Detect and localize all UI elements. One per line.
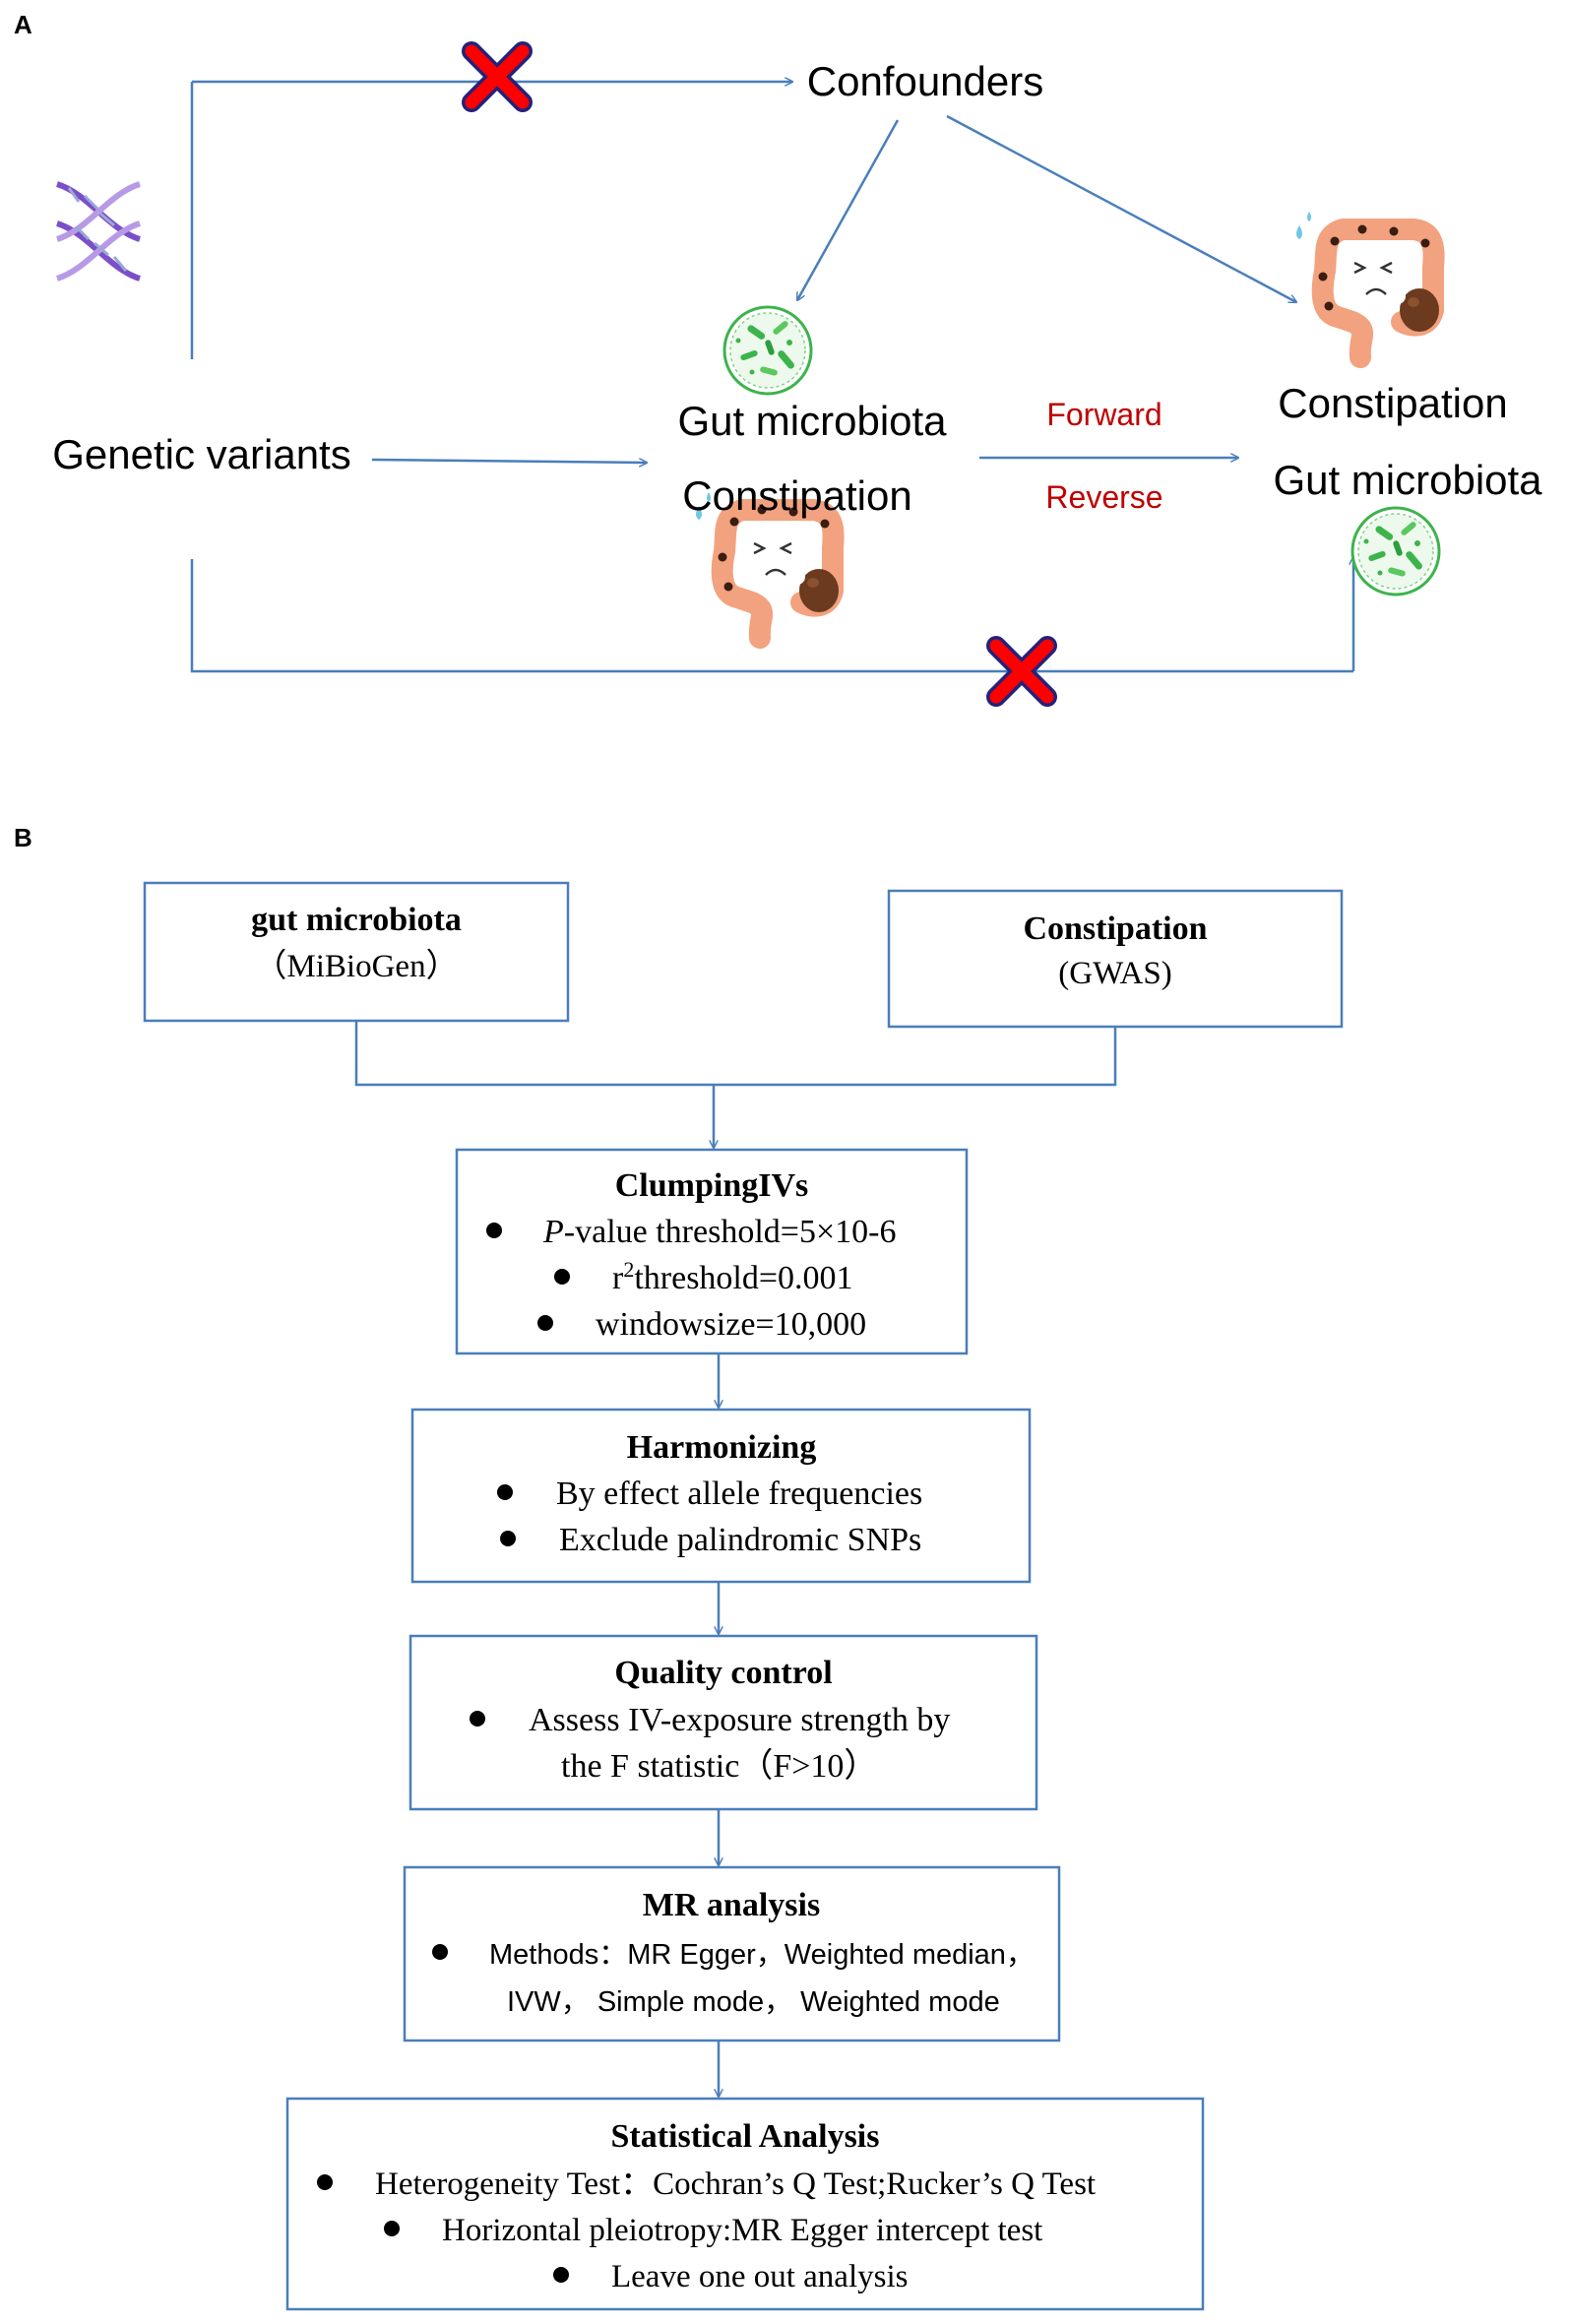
r-superscript: 2 <box>623 1257 634 1282</box>
clumping-item-3: windowsize=10,000 <box>596 1306 866 1343</box>
constipation-right-icon <box>1296 212 1439 357</box>
gut-microbiota-left-label: Gut microbiota <box>677 398 947 444</box>
stats-bullet-1 <box>317 2174 333 2190</box>
r-letter: r <box>612 1260 624 1296</box>
dna-icon <box>55 181 142 282</box>
constipation-right-label: Constipation <box>1278 380 1507 426</box>
merge-connector <box>354 1021 1117 1087</box>
confounders-label: Confounders <box>807 58 1044 104</box>
gut-microbiota-right-label: Gut microbiota <box>1273 457 1542 503</box>
forward-label: Forward <box>1046 397 1162 432</box>
gut-microbiota-source-sub: （MiBioGen） <box>254 949 458 984</box>
p-threshold-text: -value threshold=5×10-6 <box>564 1214 897 1250</box>
arrow-gv-to-exposure <box>371 460 647 463</box>
harmonizing-item-1: By effect allele frequencies <box>556 1476 922 1512</box>
mr-analysis-title: MR analysis <box>643 1887 820 1923</box>
gut-microbiota-right-icon <box>1350 506 1441 597</box>
line-gv-bottom <box>190 559 1353 673</box>
stats-item-2: Horizontal pleiotropy:MR Egger intercept… <box>442 2213 1042 2248</box>
blocked-path-top-cross-icon <box>471 51 523 102</box>
quality-control-title: Quality control <box>614 1655 832 1691</box>
quality-control-box <box>408 1634 1038 1811</box>
p-italic: P <box>542 1214 564 1250</box>
clumping-item-2: r2threshold=0.001 <box>612 1257 853 1296</box>
stats-bullet-3 <box>553 2267 569 2283</box>
panel-a-label: A <box>14 10 32 39</box>
clumping-box <box>455 1148 969 1355</box>
quality-bullet-1 <box>470 1711 485 1727</box>
genetic-variants-label: Genetic variants <box>52 431 350 477</box>
stats-bullet-2 <box>384 2221 400 2236</box>
gut-microbiota-source-title: gut microbiota <box>251 902 462 938</box>
constipation-left-label: Constipation <box>682 472 911 519</box>
constipation-source-title: Constipation <box>1023 911 1207 947</box>
clumping-bullet-1 <box>486 1223 502 1238</box>
harmonizing-item-2: Exclude palindromic SNPs <box>559 1522 921 1558</box>
arrow-confounders-to-constipation <box>946 114 1296 302</box>
gut-microbiota-left-icon <box>722 305 813 396</box>
mr-bullet-1 <box>432 1944 448 1960</box>
constipation-source-sub: (GWAS) <box>1058 956 1171 991</box>
mr-analysis-box <box>403 1865 1061 2042</box>
quality-item-1-line-2: the F statistic（F>10） <box>561 1747 877 1785</box>
harmonizing-title: Harmonizing <box>627 1429 817 1466</box>
panel-b-label: B <box>14 823 32 852</box>
mr-item-1-line-2: IVW， Simple mode， Weighted mode <box>507 1986 1000 2018</box>
stats-item-3: Leave one out analysis <box>611 2259 908 2294</box>
quality-item-1-line-1: Assess IV-exposure strength by <box>529 1702 950 1738</box>
arrow-confounders-to-gut <box>797 119 900 300</box>
clumping-bullet-2 <box>554 1269 570 1285</box>
clumping-item-1: P-value threshold=5×10-6 <box>542 1214 896 1250</box>
harmonizing-bullet-2 <box>500 1531 516 1546</box>
r2-threshold-text: threshold=0.001 <box>634 1260 852 1296</box>
clumping-bullet-3 <box>537 1315 553 1331</box>
mr-item-1-line-1: Methods：MR Egger，Weighted median， <box>489 1939 1035 1971</box>
reverse-label: Reverse <box>1045 479 1162 515</box>
harmonizing-box <box>410 1408 1032 1584</box>
statistical-analysis-box <box>285 2097 1205 2311</box>
statistical-analysis-title: Statistical Analysis <box>611 2118 880 2155</box>
harmonizing-bullet-1 <box>497 1484 513 1500</box>
clumping-title: ClumpingIVs <box>615 1167 809 1204</box>
stats-item-1: Heterogeneity Test：Cochran’s Q Test;Ruck… <box>375 2167 1096 2202</box>
